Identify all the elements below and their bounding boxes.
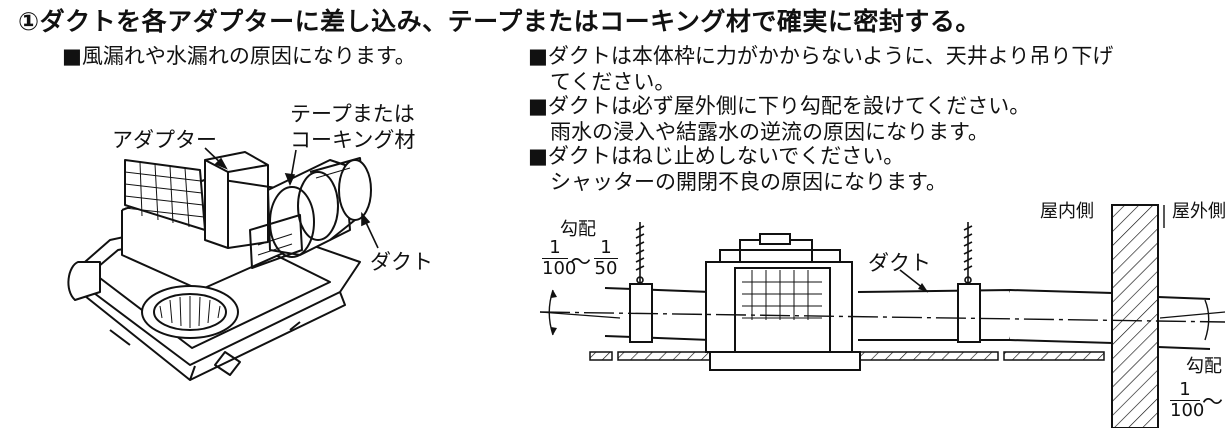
note-line-3: ■ダクトは必ず屋外側に下り勾配を設けてください。 [528,94,1031,118]
slope-label-left: 勾配 [560,219,596,240]
note-line-1: ■ダクトは本体枠に力がかからないように、天井より吊り下げ [528,44,1114,68]
slope-fraction-a-num: 1 [549,237,561,258]
slope-fraction-b-num: 1 [600,237,612,258]
slope-fraction-a: 1 100 [542,237,577,279]
slope-fraction-c-den: 100 [1170,400,1205,421]
slope-fraction-c: 1 100 [1170,379,1205,421]
note-line-4: 雨水の浸入や結露水の逆流の原因になります。 [550,120,989,144]
slope-fraction-b: 1 50 [594,238,618,279]
indoor-label: 屋内側 [1040,201,1094,222]
slope-tilde-right: 〜 [1202,390,1223,414]
left-note: ■風漏れや水漏れの原因になります。 [62,44,416,68]
slope-fraction-a-den: 100 [542,258,577,279]
adapter-label: アダプター [112,128,217,152]
slope-label-right: 勾配 [1186,356,1222,377]
outdoor-label: 屋外側 [1172,201,1226,222]
instruction-title: ①ダクトを各アダプターに差し込み、テープまたはコーキング材で確実に密封する。 [18,7,981,36]
duct-label-left: ダクト [370,250,433,274]
tape-label-1: テープまたは [290,102,415,126]
slope-fraction-c-num: 1 [1179,379,1191,400]
tape-label-2: コーキング材 [290,128,416,152]
duct-label-right: ダクト [868,251,931,275]
note-line-2: てください。 [550,70,676,94]
note-line-6: シャッターの開閉不良の原因になります。 [550,170,947,194]
slope-tilde: 〜 [570,250,591,274]
note-line-5: ■ダクトはねじ止めしないでください。 [528,144,905,168]
slope-fraction-b-den: 50 [594,258,618,279]
